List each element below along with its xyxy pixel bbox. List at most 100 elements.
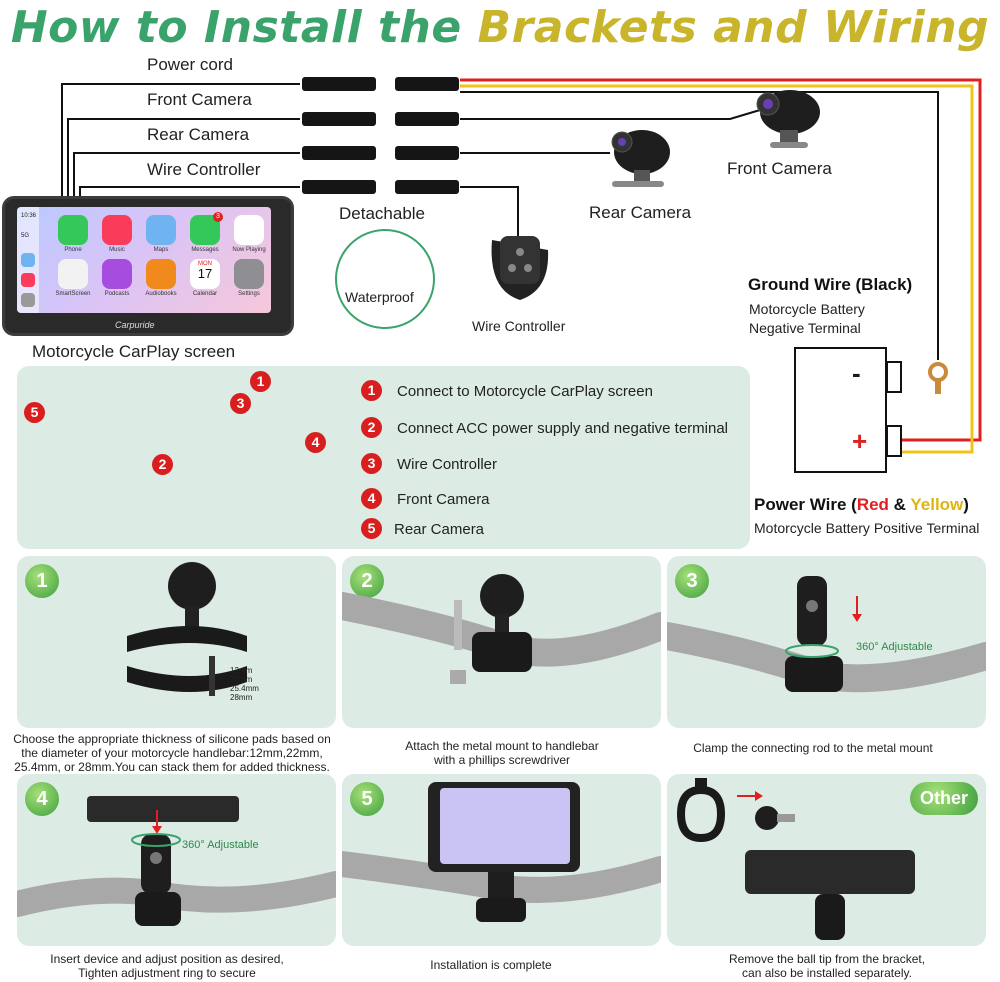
app-smartscreen[interactable]: SmartScreen	[51, 259, 95, 297]
time-readout: 10:36	[21, 213, 37, 219]
step-card-4: 4 360° Adjustable	[17, 774, 336, 946]
messages-badge: 3	[213, 212, 223, 222]
brand-logo: Carpuride	[115, 320, 155, 330]
app-maps[interactable]: Maps	[139, 215, 183, 253]
front-camera-cable	[460, 109, 761, 120]
power-line1: Motorcycle Battery Positive Terminal	[754, 520, 980, 536]
app-settings[interactable]: Settings	[227, 259, 271, 297]
dock-music-icon	[21, 273, 35, 287]
now-playing-icon	[234, 215, 264, 245]
gear-icon	[234, 259, 264, 289]
ground-line1: Motorcycle Battery	[749, 301, 865, 317]
app-phone[interactable]: Phone	[51, 215, 95, 253]
rear-camera-wire	[73, 152, 300, 196]
step-card-other: Other	[667, 774, 986, 946]
front-camera-wire-label: Front Camera	[147, 90, 252, 109]
phone-icon	[58, 215, 88, 245]
rear-camera-wire-label: Rear Camera	[147, 125, 250, 144]
wire-controller-wire-label: Wire Controller	[147, 160, 261, 179]
step-card-1: 1 12mm 22mm 25.4mm 28mm	[17, 556, 336, 728]
step-number-3: 3	[361, 453, 382, 474]
connector-power-left	[302, 77, 376, 91]
connector-rear-left	[302, 146, 376, 160]
step-text-5: Rear Camera	[394, 521, 485, 538]
step-caption-3: Clamp the connecting rod to the metal mo…	[693, 741, 933, 755]
bike-callout-1: 1	[250, 371, 271, 392]
step-badge-1: 1	[25, 564, 59, 598]
step-caption-2: Attach the metal mount to handlebar with…	[405, 739, 599, 767]
ground-wire-title: Ground Wire (Black)	[748, 275, 913, 294]
power-wire-title: Power Wire (Red & Yellow)	[754, 495, 969, 514]
music-icon	[102, 215, 132, 245]
connector-power-right	[395, 77, 459, 91]
connector-rear-right	[395, 146, 459, 160]
step-caption-1: Choose the appropriate thickness of sili…	[13, 732, 331, 774]
insert-device-illustration	[17, 796, 336, 926]
screen-dock: 10:36 5G	[17, 207, 39, 313]
step-card-2: 2	[342, 556, 661, 728]
connector-front-left	[302, 112, 376, 126]
step-number-1: 1	[361, 380, 382, 401]
connector-controller-left	[302, 180, 376, 194]
connector-front-right	[395, 112, 459, 126]
ground-ring-terminal	[928, 362, 948, 382]
step-badge-5: 5	[350, 782, 384, 816]
connector-controller-right	[395, 180, 459, 194]
step-badge-3: 3	[675, 564, 709, 598]
step-number-2: 2	[361, 417, 382, 438]
front-camera-wire	[67, 118, 300, 196]
step-badge-2: 2	[350, 564, 384, 598]
controller-cable	[460, 186, 519, 240]
ground-line2: Negative Terminal	[749, 320, 861, 336]
separate-install-illustration	[676, 778, 915, 940]
waterproof-label: Waterproof	[345, 289, 414, 305]
app-podcasts[interactable]: Podcasts	[95, 259, 139, 297]
app-now-playing[interactable]: Now Playing	[227, 215, 271, 253]
connecting-rod-illustration	[667, 576, 986, 693]
step-card-3: 3 360° Adjustable	[667, 556, 986, 728]
rear-camera-label: Rear Camera	[589, 203, 692, 222]
step-caption-5: Installation is complete	[430, 958, 552, 972]
installed-screen-illustration	[342, 782, 661, 922]
handlebar-mount-illustration	[342, 574, 661, 684]
app-audiobooks[interactable]: Audiobooks	[139, 259, 183, 297]
pad-size-12: 12mm	[230, 666, 253, 675]
red-power-wire	[460, 78, 982, 442]
dock-assistant-icon	[21, 293, 35, 307]
step-text-4: Front Camera	[397, 491, 490, 508]
step-text-3: Wire Controller	[397, 456, 498, 473]
step-caption-other: Remove the ball tip from the bracket, ca…	[728, 952, 926, 980]
pad-size-25: 25.4mm	[230, 684, 259, 693]
home-icon	[58, 259, 88, 289]
podcasts-icon	[102, 259, 132, 289]
bike-callout-4: 4	[305, 432, 326, 453]
power-cord-wire	[61, 83, 300, 196]
battery-plus: +	[852, 426, 868, 456]
battery-negative-post	[886, 361, 902, 393]
black-ground-wire	[460, 91, 939, 360]
battery-positive-post	[886, 425, 902, 457]
battery-minus: -	[852, 358, 861, 388]
battery	[794, 347, 887, 473]
power-cord-label: Power cord	[147, 55, 233, 74]
adjustable-label-3: 360° Adjustable	[856, 641, 933, 653]
signal-readout: 5G	[21, 233, 30, 239]
step-number-4: 4	[361, 488, 382, 509]
page-title: How to Install the Brackets and Wiring	[10, 2, 990, 53]
step-badge-4: 4	[25, 782, 59, 816]
step-card-5: 5	[342, 774, 661, 946]
app-music[interactable]: Music	[95, 215, 139, 253]
adjustable-label-4: 360° Adjustable	[182, 839, 259, 851]
carplay-screen-label: Motorcycle CarPlay screen	[32, 342, 236, 361]
step-text-2: Connect ACC power supply and negative te…	[397, 420, 729, 437]
rear-camera-device	[611, 130, 670, 187]
wire-controller-wire	[79, 186, 300, 196]
bike-callout-3: 3	[230, 393, 251, 414]
bike-callout-5: 5	[24, 402, 45, 423]
